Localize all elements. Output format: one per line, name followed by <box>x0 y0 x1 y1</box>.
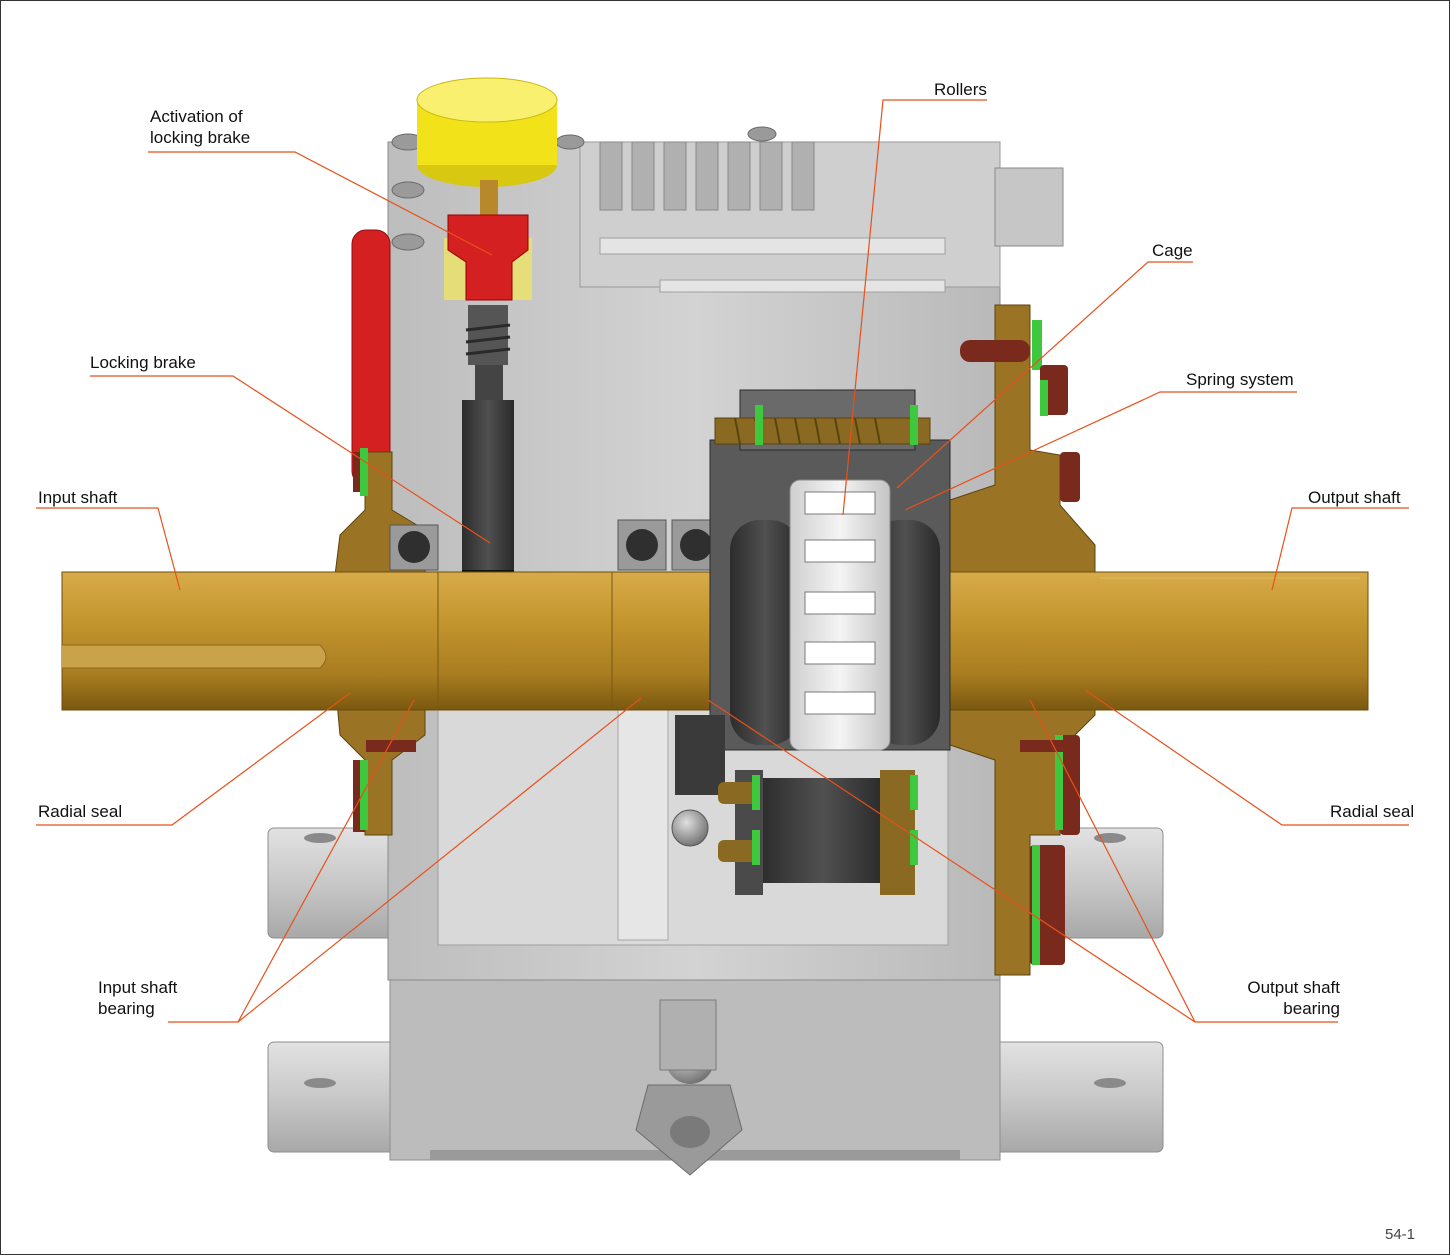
right-flange <box>949 304 1096 976</box>
figure-number: 54-1 <box>1385 1226 1416 1243</box>
clutch-assembly <box>671 389 951 895</box>
label-input-shaft: Input shaft <box>38 488 118 507</box>
output-shaft <box>944 571 1369 711</box>
leader-radial-seal-left <box>36 692 351 826</box>
red-side-plate <box>351 229 391 486</box>
leader-rollers <box>842 99 987 516</box>
label-spring-system: Spring system <box>1186 370 1294 389</box>
leader-lines <box>36 99 1409 1023</box>
label-output-shaft: Output shaft <box>1308 488 1401 507</box>
label-radial-seal-right: Radial seal <box>1330 802 1415 821</box>
label-radial-seal-left: Radial seal <box>38 802 123 821</box>
bottom-vent <box>635 999 743 1176</box>
label-activation-of-locking-brake: Activation of locking brake <box>150 107 251 147</box>
leader-input-shaft <box>36 507 181 591</box>
label-output-shaft-bearing: Output shaft bearing <box>1247 978 1340 1018</box>
leader-output-shaft <box>1271 507 1409 591</box>
leader-spring <box>904 391 1297 511</box>
leader-input-bearing-b <box>237 697 642 1023</box>
leader-cage <box>896 261 1193 489</box>
leader-locking-brake <box>90 375 491 544</box>
input-shaft <box>61 571 721 711</box>
label-locking-brake: Locking brake <box>90 353 196 372</box>
activation-assembly <box>416 77 558 585</box>
leader-activation <box>148 151 493 256</box>
label-cage: Cage <box>1152 241 1193 260</box>
leader-radial-seal-right <box>1084 689 1409 826</box>
label-rollers: Rollers <box>934 80 987 99</box>
label-input-shaft-bearing: Input shaft bearing <box>98 978 178 1018</box>
leader-output-bearing-b <box>1029 699 1196 1023</box>
